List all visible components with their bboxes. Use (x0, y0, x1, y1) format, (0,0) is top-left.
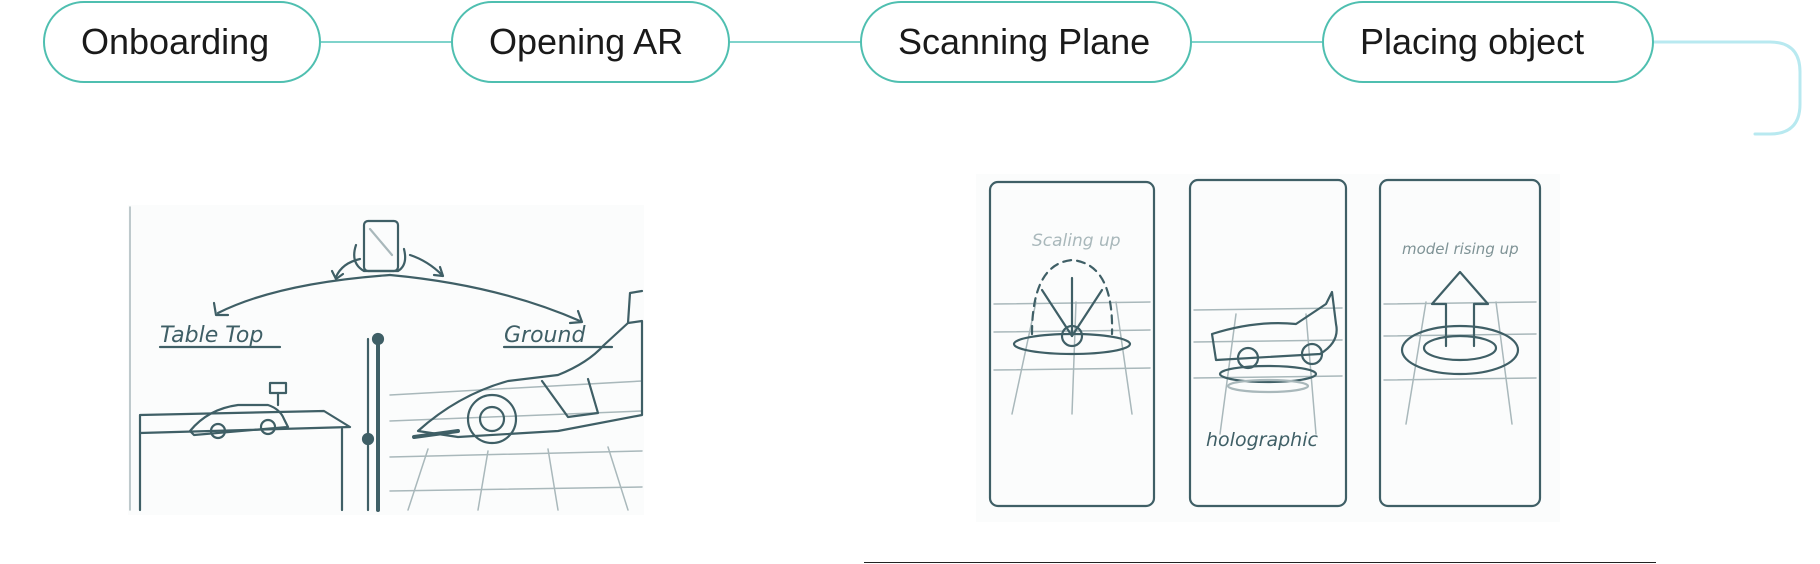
storyboard-frame-3 (1378, 178, 1542, 508)
storyboard-drawing: Scaling up holographic model rising up (988, 178, 1542, 508)
scaling-dome (1030, 258, 1114, 336)
step-onboarding[interactable]: Onboarding (43, 1, 321, 83)
sketch-placement-drawing: Table Top Ground (129, 206, 644, 512)
bottom-divider (864, 562, 1656, 563)
label-ground: Ground (504, 323, 586, 348)
table-sketch (138, 409, 352, 435)
sketch-placement-storyboard: Scaling up holographic model rising up (976, 174, 1560, 522)
rising-arrow (1430, 270, 1490, 348)
label-table-top: Table Top (160, 323, 263, 348)
sketch-placement-options: Table Top Ground (128, 205, 644, 515)
annotation-scaling-up: Scaling up (1032, 231, 1121, 251)
arrow-small-right (408, 253, 444, 277)
hand-sketch (353, 243, 407, 273)
step-label: Scanning Plane (898, 21, 1151, 62)
step-placing-object[interactable]: Placing object (1322, 1, 1654, 83)
step-label: Onboarding (81, 21, 270, 62)
step-label: Placing object (1360, 21, 1585, 62)
step-label: Opening AR (489, 21, 684, 62)
storyboard-frame-1 (988, 180, 1156, 508)
step-opening-ar[interactable]: Opening AR (451, 1, 730, 83)
connector-continuation (1652, 40, 1802, 136)
small-car-sketch (188, 403, 290, 437)
arrow-to-ground (388, 273, 582, 323)
step-scanning-plane[interactable]: Scanning Plane (860, 1, 1192, 83)
annotation-holographic: holographic (1206, 429, 1318, 451)
arrow-to-tabletop (216, 273, 392, 315)
holographic-car-sketch (1210, 290, 1338, 362)
arrow-small-left (334, 257, 362, 279)
annotation-model-rising: model rising up (1402, 240, 1519, 258)
storyboard-frame-2 (1188, 178, 1348, 508)
placement-ring-1 (1012, 332, 1132, 356)
placement-ring-3 (1400, 324, 1520, 376)
